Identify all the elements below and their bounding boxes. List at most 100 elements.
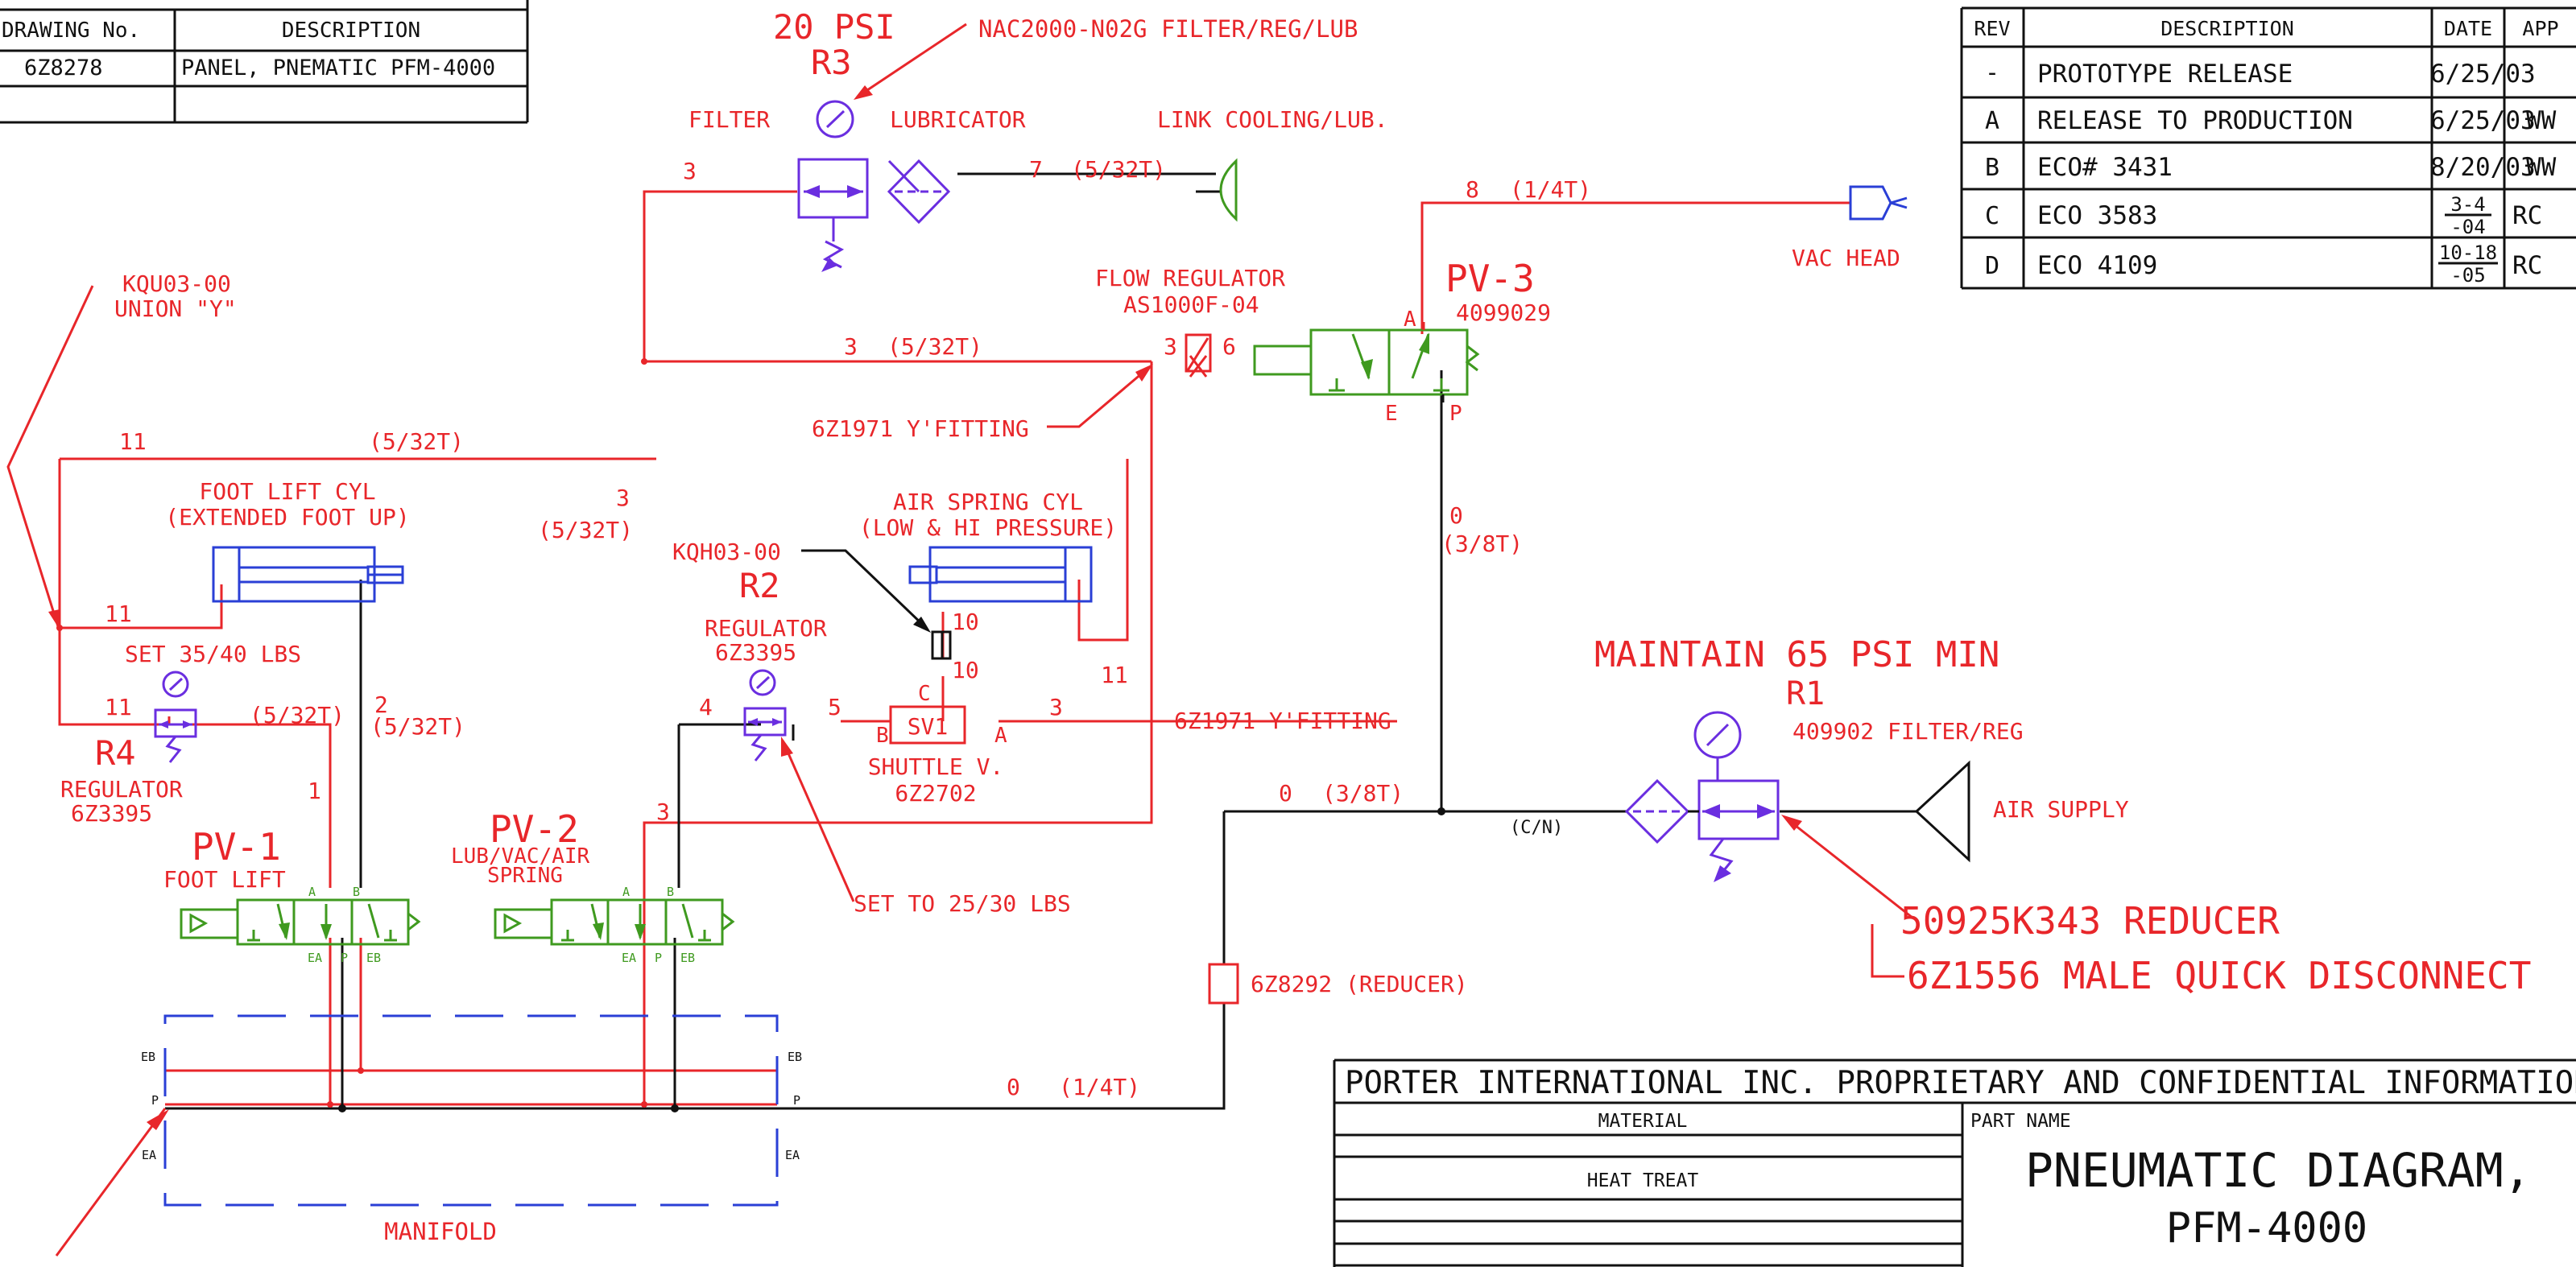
filter-label: FILTER (688, 106, 770, 133)
rev-row-rev: D (1985, 252, 1999, 280)
pv1-port-eb: EB (366, 951, 381, 965)
pv2-port-eb: EB (680, 951, 695, 965)
rev-row-app: WW (2526, 153, 2557, 182)
pv3-port-a: A (1404, 307, 1416, 332)
rev-row-date: 6/25/03 (2430, 60, 2536, 89)
r3-filter-reg-lub (797, 23, 967, 272)
rev-row-rev: C (1985, 202, 1999, 230)
vac-head-label: VAC HEAD (1792, 245, 1900, 271)
pv2-valve (494, 898, 735, 946)
line-3e-label: 3 (656, 799, 670, 825)
manifold-label: MANIFOLD (384, 1218, 497, 1245)
y-fitting-1-label: 6Z1971 Y'FITTING (812, 415, 1029, 442)
line-1-label: 1 (308, 778, 321, 804)
foot-lift-ext-label: (EXTENDED FOOT UP) (165, 504, 409, 530)
pv2-port-p: P (655, 951, 662, 965)
kqu-label: KQU03-00 (122, 270, 231, 297)
rev-header-date: DATE (2444, 17, 2492, 40)
rev-row-desc: RELEASE TO PRODUCTION (2037, 106, 2353, 135)
title-block: PORTER INTERNATIONAL INC. PROPRIETARY AN… (1333, 1059, 2576, 1267)
title-part-name-label: PART NAME (1970, 1111, 2071, 1132)
line-0a-label: 0 (1449, 502, 1463, 529)
pv1-port-p: P (341, 951, 348, 965)
line-0a-tube-label: (3/8T) (1441, 530, 1523, 557)
y-fitting-leader (1047, 364, 1153, 428)
manifold-p-left: P (151, 1093, 159, 1108)
rev-row-date: 6/25/03 (2430, 106, 2536, 135)
title-material-label: MATERIAL (1598, 1111, 1688, 1132)
line-11b-label: 11 (1101, 662, 1128, 688)
line-0b-label: 0 (1279, 780, 1292, 807)
reducer-1-label: 50925K343 REDUCER (1900, 899, 2280, 943)
air-spring-press-label: (LOW & HI PRESSURE) (859, 514, 1117, 541)
r1-regulator (1624, 711, 1970, 978)
r2-regulator-label: REGULATOR (705, 615, 827, 642)
manifold-ea-right: EA (785, 1148, 800, 1162)
diagram-labels: 20 PSI R3 NAC2000-N02G FILTER/REG/LUB FI… (60, 7, 2531, 1100)
line-3c-label: 3 (616, 485, 630, 511)
pv1-label: PV-1 (192, 825, 281, 869)
line-10b-label: 10 (952, 657, 979, 683)
rev-row-date-top: 3-4 (2450, 193, 2485, 216)
maintain-psi-label: MAINTAIN 65 PSI MIN (1594, 634, 1999, 675)
shuttle-port-a: A (994, 724, 1007, 748)
pv2-port-b: B (667, 885, 674, 899)
reducer-6z8292 (1208, 963, 1239, 1005)
shuttle-valve (889, 705, 966, 745)
flow-reg-port-3: 3 (1164, 333, 1177, 360)
parts-cell-drawing-no: 6Z8278 (24, 56, 103, 80)
rev-row-app: RC (2512, 251, 2542, 280)
pv1-port-a: A (308, 885, 316, 899)
flow-reg-part-label: AS1000F-04 (1123, 291, 1259, 318)
rev-row-desc: ECO 4109 (2037, 251, 2157, 280)
foot-lift-cyl-label: FOOT LIFT CYL (199, 478, 375, 505)
reducer-2-label: 6Z8292 (REDUCER) (1251, 971, 1468, 997)
parts-table: DRAWING No. DESCRIPTION 6Z8278 PANEL, PN… (0, 0, 529, 124)
shuttle-part-label: 6Z2702 (895, 780, 976, 807)
r4-regulator (154, 671, 197, 763)
shuttle-label: SHUTTLE V. (868, 753, 1004, 780)
r4-label: R4 (95, 733, 136, 773)
rev-header-rev: REV (1974, 17, 2010, 40)
line-11d-label: 11 (105, 694, 132, 720)
line-3c-tube-label: (5/32T) (538, 517, 633, 543)
pv1-name-label: FOOT LIFT (163, 866, 286, 893)
line-2-tube-label: (5/32T) (370, 713, 465, 740)
pv2-name-2-label: SPRING (487, 864, 563, 888)
r2-part-label: 6Z3395 (715, 639, 796, 666)
flow-regulator (1185, 333, 1212, 378)
cn-label: (C/N) (1510, 818, 1563, 838)
flow-reg-port-6: 6 (1222, 333, 1236, 360)
title-part-name-line2: PFM-4000 (2166, 1204, 2367, 1253)
parts-cell-description: PANEL, PNEMATIC PFM-4000 (181, 56, 495, 80)
line-11a-tube-label: (5/32T) (369, 428, 464, 455)
flow-reg-label: FLOW REGULATOR (1095, 265, 1285, 291)
union-y-label: UNION "Y" (114, 295, 237, 322)
pv1-port-b: B (353, 885, 360, 899)
link-cooling-nozzle (1219, 158, 1238, 222)
manifold-eb-right: EB (788, 1050, 802, 1064)
pv1-port-ea: EA (308, 951, 322, 965)
title-heat-treat-label: HEAT TREAT (1587, 1170, 1699, 1191)
junction-dots (56, 358, 1445, 1112)
foot-lift-cylinder (212, 546, 404, 603)
rev-header-app: APP (2522, 17, 2558, 40)
manifold-ea-left: EA (142, 1148, 156, 1162)
rev-row-desc: ECO# 3431 (2037, 153, 2173, 182)
parts-header-drawing-no: DRAWING No. (2, 19, 140, 43)
kqh-fitting (801, 549, 952, 660)
line-7-tube-label: (5/32T) (1071, 156, 1166, 183)
shuttle-port-c: C (918, 682, 931, 706)
set-35-40-label: SET 35/40 LBS (125, 641, 301, 667)
parts-header-description: DESCRIPTION (282, 19, 420, 43)
line-0c-tube-label: (1/4T) (1059, 1074, 1140, 1100)
r2-label: R2 (739, 566, 780, 605)
pv3-port-p: P (1449, 402, 1462, 426)
line-7-label: 7 (1029, 156, 1043, 183)
r1-part-label: 409902 FILTER/REG (1792, 718, 2024, 745)
pv2-name-1-label: LUB/VAC/AIR (451, 844, 590, 869)
manifold-p-right: P (793, 1093, 800, 1108)
line-3b-tube-label: (5/32T) (887, 333, 982, 360)
line-4-label: 4 (699, 694, 713, 720)
